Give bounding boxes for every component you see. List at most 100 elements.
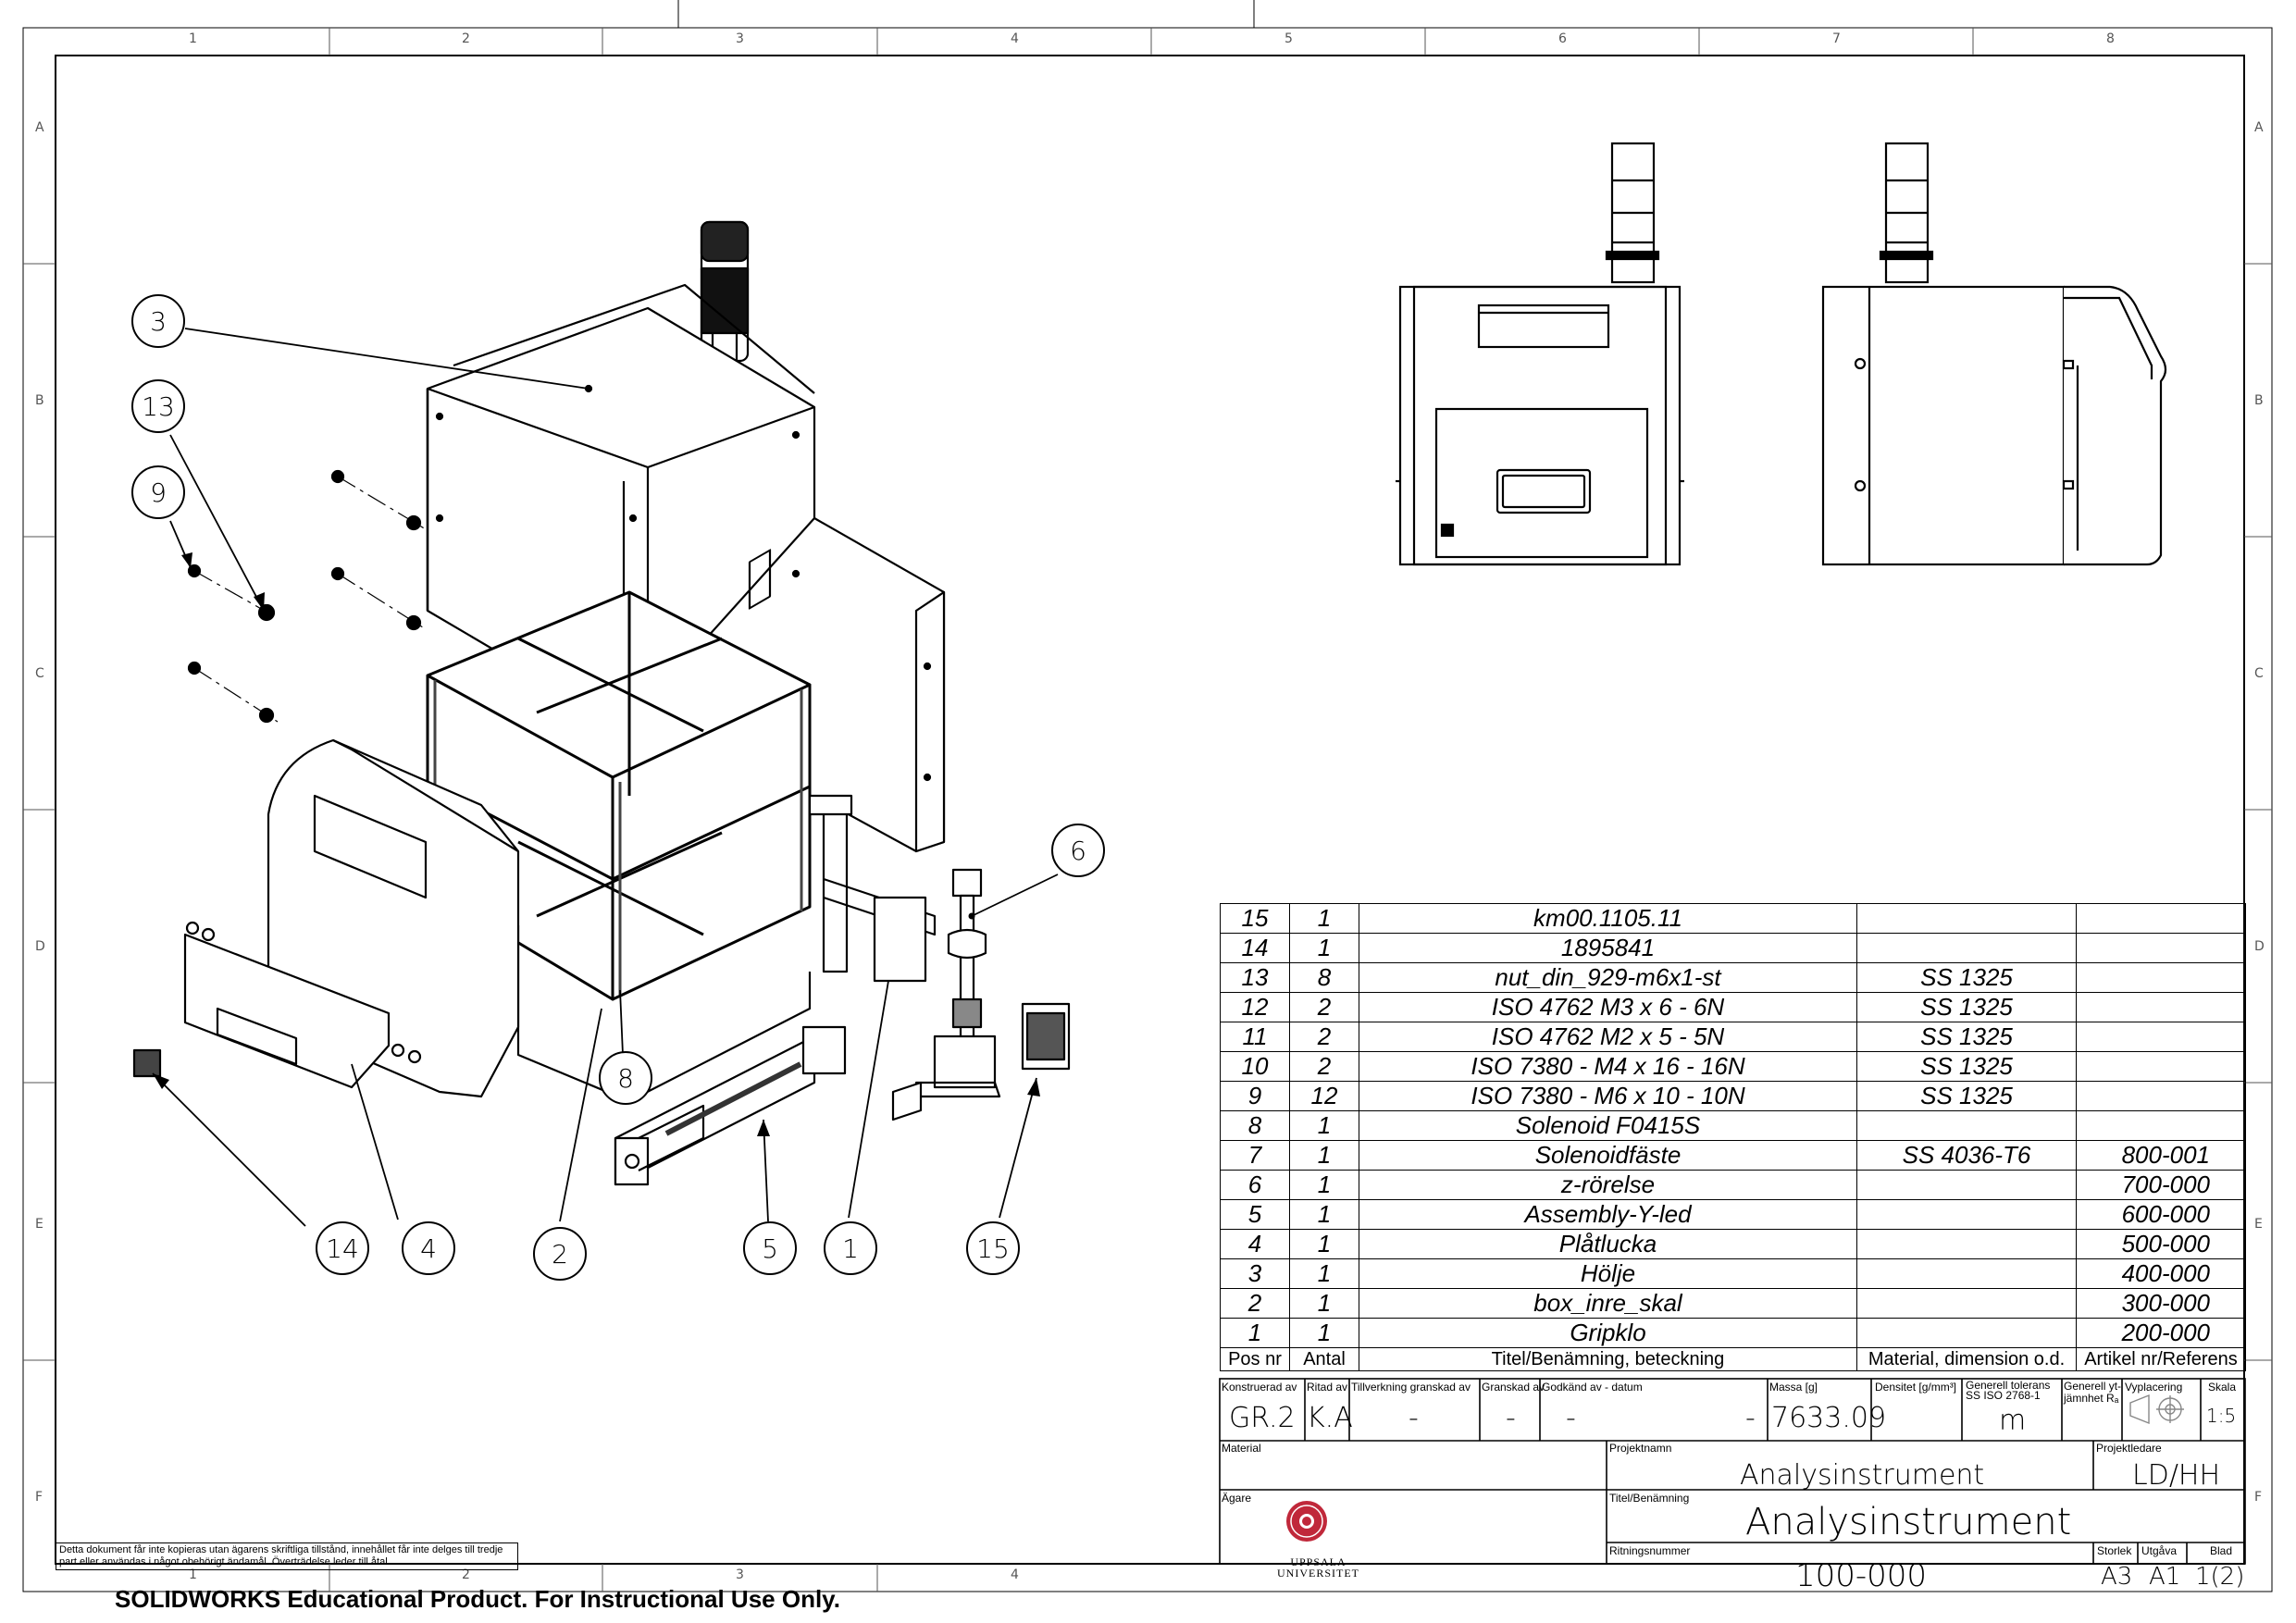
bom-cell: 7: [1220, 1140, 1290, 1171]
bom-cell: [1856, 933, 2077, 963]
zone-row-b: B: [35, 393, 44, 408]
bom-cell: 1: [1289, 1258, 1359, 1289]
label-drawn-by: Ritad av: [1307, 1381, 1348, 1394]
label-surface-roughness: Generell yt-jämnhet Rₐ: [2064, 1381, 2121, 1405]
label-manufacturing-check: Tillverkning granskad av: [1351, 1381, 1471, 1394]
bom-cell: 2: [1289, 1051, 1359, 1082]
label-project-lead: Projektledare: [2096, 1442, 2162, 1455]
zone-column-5: 5: [1285, 31, 1293, 46]
bom-cell: 8: [1289, 962, 1359, 993]
bom-header-cell: Artikel nr/Referens: [2076, 1347, 2246, 1371]
label-view-placement: Vyplacering: [2125, 1381, 2183, 1394]
label-tolerance-line2: SS ISO 2768-1: [1966, 1389, 2041, 1402]
zone-column-4: 4: [1011, 31, 1019, 46]
zone-row-c-right: C: [2254, 666, 2264, 681]
zone-column-6: 6: [1558, 31, 1567, 46]
bom-cell: Solenoidfäste: [1359, 1140, 1857, 1171]
bom-cell: Solenoid F0415S: [1359, 1110, 1857, 1141]
zone-column-7: 7: [1832, 31, 1841, 46]
view-placement-icon: [2129, 1394, 2184, 1425]
bom-cell: Plåtlucka: [1359, 1229, 1857, 1259]
z-axis-column: [808, 794, 1001, 1098]
bom-cell: 1: [1289, 1170, 1359, 1200]
bom-cell: 1: [1289, 1110, 1359, 1141]
sheet-value: 1(2): [2195, 1563, 2245, 1591]
bom-cell: 400-000: [2076, 1258, 2246, 1289]
bom-cell: SS 1325: [1856, 1051, 2077, 1082]
manufacturing-check-value: -: [1409, 1402, 1419, 1434]
bom-cell: [2076, 933, 2246, 963]
bom-cell: [1856, 1110, 2077, 1141]
checked-by-value: -: [1506, 1402, 1516, 1434]
bom-cell: km00.1105.11: [1359, 903, 1857, 934]
callout-5: 5: [743, 1221, 797, 1275]
bom-cell: 1: [1289, 1288, 1359, 1319]
bom-cell: ISO 7380 - M4 x 16 - 16N: [1359, 1051, 1857, 1082]
bom-cell: 1: [1289, 903, 1359, 934]
zone-row-a-right: A: [2254, 120, 2264, 135]
callout-6: 6: [1051, 824, 1105, 877]
bom-header-cell: Pos nr: [1220, 1347, 1290, 1371]
bom-cell: 2: [1220, 1288, 1290, 1319]
project-name-value: Analysinstrument: [1740, 1459, 1985, 1492]
callout-2: 2: [533, 1227, 587, 1281]
solidworks-watermark: SOLIDWORKS Educational Product. For Inst…: [115, 1585, 840, 1613]
bom-cell: [2076, 1110, 2246, 1141]
label-size: Storlek: [2097, 1544, 2132, 1557]
zone-row-d: D: [35, 939, 45, 954]
label-issue: Utgåva: [2141, 1544, 2178, 1557]
label-density: Densitet [g/mm³]: [1875, 1381, 1957, 1394]
bom-cell: nut_din_929-m6x1-st: [1359, 962, 1857, 993]
zone-row-d-right: D: [2254, 939, 2265, 954]
zone-column-2-bottom: 2: [462, 1567, 470, 1582]
approved-date-value: -: [1745, 1402, 1756, 1434]
zone-column-3-bottom: 3: [736, 1567, 744, 1582]
owner-line1: UPPSALA: [1290, 1555, 1347, 1568]
bom-cell: Assembly-Y-led: [1359, 1199, 1857, 1230]
zone-column-1: 1: [189, 31, 197, 46]
drawing-title-value: Analysinstrument: [1745, 1501, 2072, 1543]
bom-cell: z-rörelse: [1359, 1170, 1857, 1200]
bom-cell: SS 1325: [1856, 992, 2077, 1022]
project-lead-value: LD/HH: [2132, 1459, 2221, 1492]
label-designed-by: Konstruerad av: [1222, 1381, 1297, 1394]
bom-cell: 1: [1289, 1140, 1359, 1171]
bom-cell: 15: [1220, 903, 1290, 934]
bom-cell: 8: [1220, 1110, 1290, 1141]
callout-4: 4: [402, 1221, 455, 1275]
front-cover: [183, 738, 520, 1098]
bom-cell: box_inre_skal: [1359, 1288, 1857, 1319]
label-material: Material: [1222, 1442, 1261, 1455]
zone-column-4-bottom: 4: [1011, 1567, 1019, 1582]
label-tolerance-line1: Generell tolerans: [1966, 1379, 2051, 1392]
bom-cell: 2: [1289, 1022, 1359, 1052]
zone-column-1-bottom: 1: [189, 1567, 197, 1582]
issue-value: A1: [2149, 1563, 2181, 1591]
bom-cell: [1856, 1170, 2077, 1200]
label-drawing-number: Ritningsnummer: [1609, 1544, 1691, 1557]
bom-cell: ISO 4762 M2 x 5 - 5N: [1359, 1022, 1857, 1052]
bom-cell: 4: [1220, 1229, 1290, 1259]
bom-cell: 6: [1220, 1170, 1290, 1200]
leader-arrows: [153, 385, 1040, 1136]
bom-cell: 11: [1220, 1022, 1290, 1052]
zone-ticks: [23, 28, 2272, 1592]
exploded-assembly-view: [132, 220, 1071, 1186]
zone-row-c: C: [35, 666, 44, 681]
scale-value: 1:5: [2206, 1405, 2237, 1427]
uppsala-seal: [1286, 1501, 1327, 1542]
bom-cell: SS 4036-T6: [1856, 1140, 2077, 1171]
zone-row-b-right: B: [2254, 393, 2264, 408]
drawn-by-value: K.A: [1307, 1402, 1353, 1434]
bom-cell: [1856, 903, 2077, 934]
bom-cell: ISO 7380 - M6 x 10 - 10N: [1359, 1081, 1857, 1111]
